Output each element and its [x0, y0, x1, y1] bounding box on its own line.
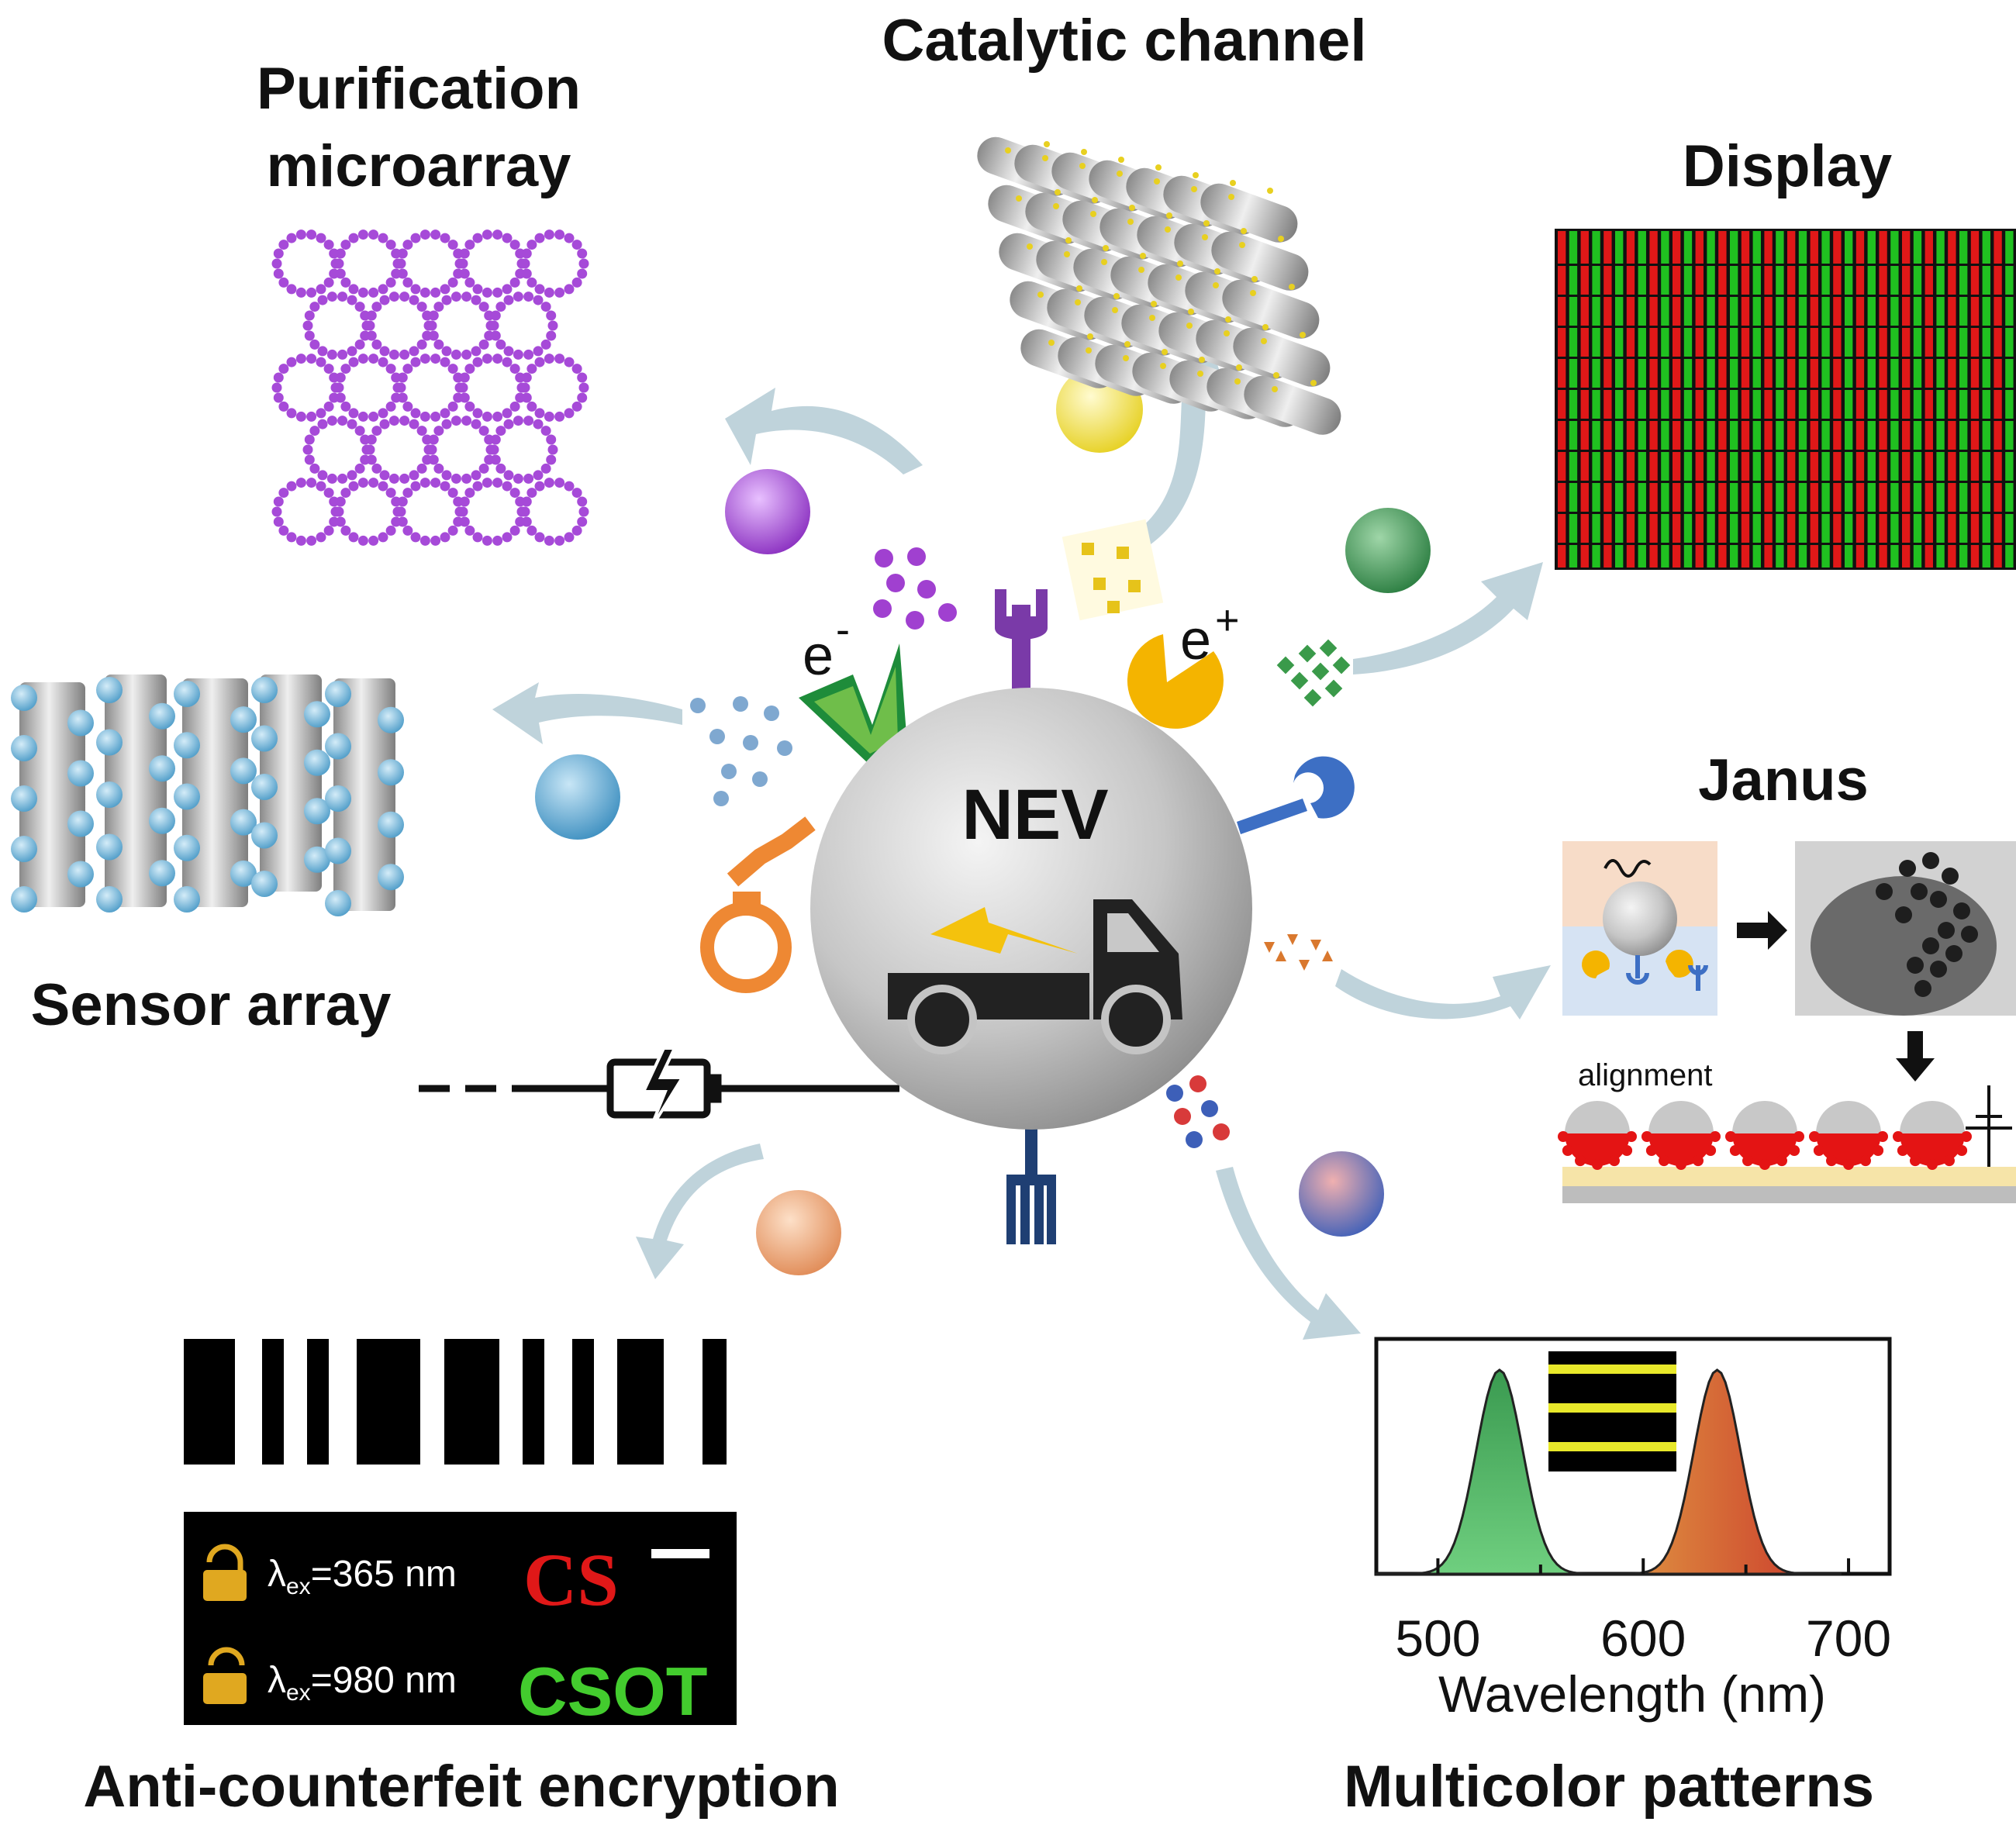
- purification-microarray: [271, 229, 589, 546]
- code-green: CSOT: [518, 1653, 707, 1730]
- tick-500: 500: [1395, 1609, 1480, 1667]
- arrow-to-janus: [1335, 965, 1551, 1020]
- arrow-to-anti-counterfeit: [636, 1144, 764, 1279]
- electron-superscript: -: [836, 606, 850, 653]
- hole-superscript: +: [1215, 597, 1240, 643]
- encryption-panel: λex=365 nm λex=980 nm CS CSOT: [184, 1512, 737, 1730]
- electron-label: e -: [803, 606, 850, 687]
- purple-particles: [873, 547, 957, 630]
- tick-700: 700: [1806, 1609, 1891, 1667]
- arrow-to-sensor: [492, 682, 682, 744]
- electron-symbol: e: [803, 625, 834, 687]
- spectrum-peak-0: [1376, 1368, 1623, 1575]
- green-particles: [1276, 639, 1351, 707]
- lambda-line-1: λex=365 nm: [268, 1554, 457, 1599]
- purple-sphere: [725, 469, 810, 554]
- code-red: CS: [523, 1538, 619, 1621]
- truck-icon: [888, 899, 1182, 1054]
- barcode: [184, 1339, 727, 1465]
- sensor-array-rods: [11, 674, 404, 916]
- electrode-icon: [1966, 1085, 2012, 1167]
- label-anti-counterfeit: Anti-counterfeit encryption: [83, 1754, 839, 1820]
- hole-symbol: e: [1180, 609, 1211, 671]
- spectrum-peak-1: [1593, 1368, 1841, 1575]
- label-multicolor-patterns: Multicolor patterns: [1344, 1754, 1874, 1820]
- lock-closed-icon: [203, 1544, 247, 1601]
- label-display: Display: [1683, 133, 1892, 199]
- handcuff-orange-icon: [700, 816, 816, 993]
- spectrum-plot: 500 600 700 Wavelength (nm): [1374, 1337, 1892, 1723]
- label-sensor-array: Sensor array: [31, 972, 392, 1038]
- nev-sphere-group: e - e +: [419, 589, 1355, 1244]
- battery-connection: [419, 1047, 899, 1132]
- nev-sphere: [810, 688, 1252, 1130]
- pacman-yellow-icon: e +: [1127, 597, 1240, 729]
- label-janus: Janus: [1698, 747, 1869, 813]
- arrow-to-display: [1353, 562, 1543, 674]
- arrow-down-icon: [1896, 1031, 1935, 1082]
- nev-label: NEV: [961, 775, 1108, 854]
- lock-open-icon: [203, 1647, 247, 1704]
- janus-panel: alignment: [1558, 841, 2016, 1203]
- fork-navy-icon: [1006, 1116, 1056, 1244]
- lambda-line-2: λex=980 nm: [268, 1660, 457, 1706]
- label-purification-line1: Purification: [257, 56, 581, 122]
- wrench-blue-icon: [1237, 756, 1355, 834]
- arrow-to-multicolor: [1216, 1167, 1361, 1340]
- catalytic-channel-array: [977, 136, 1341, 435]
- lightning-icon: [640, 1047, 685, 1132]
- x-axis-label: Wavelength (nm): [1438, 1665, 1826, 1723]
- blue-particles: [690, 696, 792, 806]
- redblue-particles: [1166, 1075, 1230, 1148]
- redblue-sphere: [1299, 1151, 1384, 1237]
- tick-600: 600: [1600, 1609, 1686, 1667]
- orange-particles: [1264, 934, 1333, 971]
- wrench-purple-icon: [995, 589, 1048, 690]
- arrow-to-purification: [725, 388, 923, 474]
- janus-particle: [1603, 881, 1677, 956]
- arrow-right-icon: [1737, 911, 1787, 950]
- peach-sphere: [756, 1190, 841, 1275]
- label-catalytic-channel: Catalytic channel: [882, 8, 1366, 74]
- label-purification-line2: microarray: [267, 133, 571, 199]
- janus-alignment-label: alignment: [1578, 1058, 1712, 1092]
- blue-sphere: [535, 754, 620, 840]
- green-sphere: [1345, 508, 1431, 593]
- scale-bar: [651, 1549, 709, 1558]
- display-panel: [1555, 229, 2016, 570]
- yellow-particles: [1062, 519, 1164, 621]
- chevron-green-icon: [799, 643, 907, 764]
